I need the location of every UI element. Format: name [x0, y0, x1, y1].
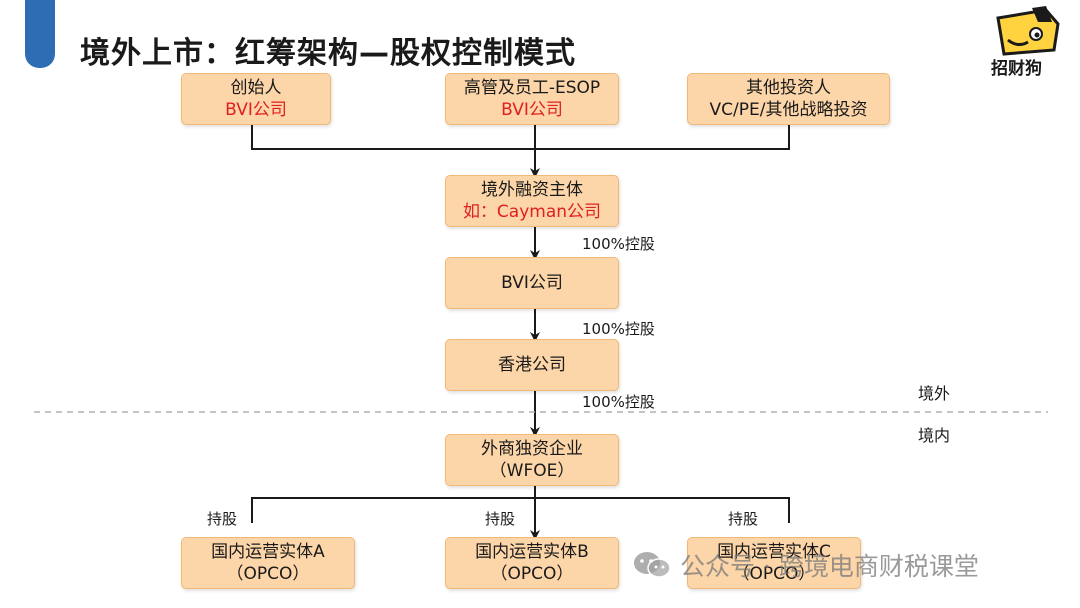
founder-bvi-box: 创始人 BVI公司	[181, 73, 331, 125]
box-line2: （OPCO）	[732, 564, 816, 584]
offshore-label: 境外	[918, 384, 951, 403]
watermark: 公众号 · 跨境电商财税课堂	[632, 548, 979, 582]
box-line1: BVI公司	[501, 273, 563, 293]
shareholding-label-c: 持股	[728, 510, 759, 528]
wechat-icon	[634, 552, 671, 578]
shareholding-label-b: 持股	[485, 510, 516, 528]
box-line1: 外商独资企业	[481, 439, 583, 459]
holding-label-1: 100%控股	[582, 235, 655, 253]
box-line2: BVI公司	[501, 100, 563, 120]
logo-text: 招财狗	[991, 59, 1042, 79]
page-title: 境外上市：红筹架构—股权控制模式	[80, 36, 576, 71]
box-line1: 香港公司	[498, 355, 566, 375]
box-line2: BVI公司	[225, 100, 287, 120]
onshore-label: 境内	[918, 426, 951, 445]
opco-a-box: 国内运营实体A （OPCO）	[181, 537, 355, 589]
box-line1: 创始人	[230, 78, 282, 98]
title-accent-bar	[25, 0, 55, 68]
box-line1: 境外融资主体	[481, 180, 583, 200]
box-line1: 国内运营实体B	[475, 542, 589, 562]
box-line1: 高管及员工-ESOP	[463, 78, 601, 98]
holding-label-3: 100%控股	[582, 393, 655, 411]
bvi-company-box: BVI公司	[445, 257, 619, 309]
holding-label-2: 100%控股	[582, 320, 655, 338]
dog-logo-icon	[996, 6, 1060, 56]
box-line2: （OPCO）	[226, 564, 310, 584]
box-line2: （WFOE）	[489, 461, 575, 481]
box-line2: （OPCO）	[490, 564, 574, 584]
shareholding-label-a: 持股	[207, 510, 238, 528]
wfoe-box: 外商独资企业 （WFOE）	[445, 434, 619, 486]
other-investors-box: 其他投资人 VC/PE/其他战略投资	[687, 73, 890, 125]
hk-company-box: 香港公司	[445, 339, 619, 391]
box-line2: VC/PE/其他战略投资	[709, 100, 868, 120]
box-line2: 如：Cayman公司	[462, 202, 602, 222]
esop-bvi-box: 高管及员工-ESOP BVI公司	[445, 73, 619, 125]
opco-c-box: 国内运营实体C （OPCO）	[687, 537, 861, 589]
financing-entity-box: 境外融资主体 如：Cayman公司	[445, 175, 619, 227]
opco-b-box: 国内运营实体B （OPCO）	[445, 537, 619, 589]
watermark-text: 公众号 · 跨境电商财税课堂	[680, 552, 979, 581]
box-line1: 国内运营实体A	[211, 542, 325, 562]
box-line1: 国内运营实体C	[717, 542, 831, 562]
box-line1: 其他投资人	[746, 78, 831, 98]
